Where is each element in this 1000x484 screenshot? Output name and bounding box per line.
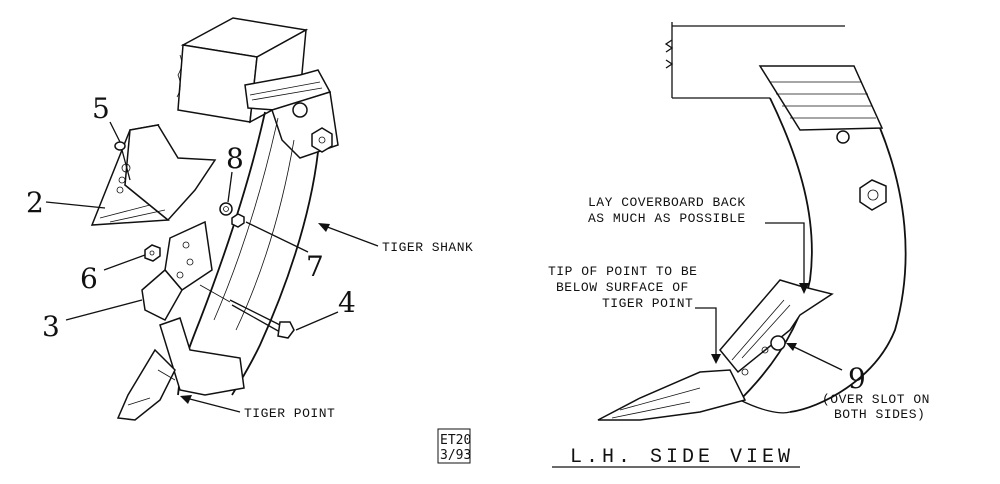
exploded-view: 5 2 8 6 7 3 4 TIGER SHANK TIGER POINT [26, 17, 473, 421]
side-coverboard [719, 279, 834, 376]
label-7: 7 [306, 250, 324, 283]
label-tiger-shank: TIGER SHANK [382, 240, 473, 255]
leader-3 [65, 299, 143, 321]
side-tiger-point [597, 369, 747, 421]
part-8-washer [219, 202, 233, 216]
drawing-code-line1: ET20 [440, 433, 471, 448]
arrow-9 [786, 343, 797, 351]
part-2-coverboard [90, 123, 217, 226]
label-8: 8 [226, 142, 244, 175]
leader-lay [765, 222, 805, 285]
label-5: 5 [92, 92, 110, 125]
side-toolbar [664, 22, 845, 99]
shank-clamp [244, 69, 339, 159]
label-tiger-point: TIGER POINT [244, 406, 335, 421]
side-clamp [758, 65, 884, 144]
side-shank [739, 97, 907, 414]
label-over-line1: (OVER SLOT ON [822, 392, 930, 407]
tiger-point [116, 317, 245, 421]
label-6: 6 [80, 262, 98, 295]
label-tip-line2: BELOW SURFACE OF [556, 280, 689, 295]
leader-8 [227, 171, 233, 203]
leader-point [185, 397, 241, 413]
label-tip-line1: TIP OF POINT TO BE [548, 264, 697, 279]
label-tip-line3: TIGER POINT [602, 296, 693, 311]
leader-shank [321, 224, 379, 247]
label-over-line2: BOTH SIDES) [834, 407, 925, 422]
arrow-lay [799, 283, 809, 294]
leader-9 [789, 344, 843, 371]
side-view: LAY COVERBOARD BACK AS MUCH AS POSSIBLE … [548, 22, 930, 469]
leader-6 [103, 254, 146, 271]
label-lay-line1: LAY COVERBOARD BACK [588, 195, 746, 210]
leader-7 [245, 221, 309, 253]
arrow-tip [711, 354, 721, 364]
leader-2 [45, 201, 106, 209]
label-2: 2 [26, 186, 44, 219]
drawing-code-line2: 3/93 [440, 448, 471, 463]
label-lay-line2: AS MUCH AS POSSIBLE [588, 211, 746, 226]
part-3-bracket [141, 220, 213, 321]
label-3: 3 [42, 310, 60, 343]
drawing-code: ET20 3/93 [437, 428, 471, 464]
leader-4 [295, 311, 339, 331]
part-6-nut [144, 244, 161, 262]
view-title: L.H. SIDE VIEW [570, 446, 794, 469]
part-7-nut [231, 213, 245, 228]
leader-tip [695, 307, 717, 356]
arrow-shank [318, 223, 330, 232]
leader-5 [109, 121, 121, 143]
part-4-bolt [199, 284, 295, 339]
label-4: 4 [338, 286, 356, 319]
label-9: 9 [848, 362, 866, 395]
arrow-point [180, 395, 192, 404]
